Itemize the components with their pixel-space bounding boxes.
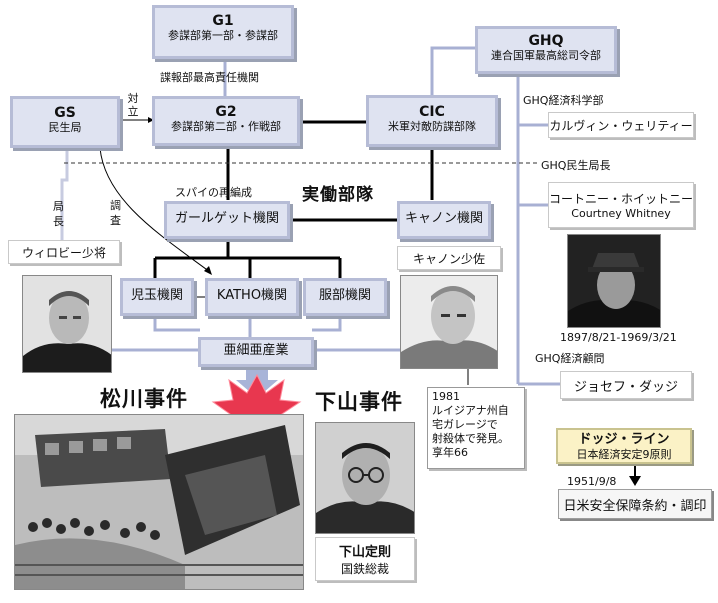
canon-major-box[interactable]: キャノン少佐 — [397, 246, 501, 270]
canon-agency-label: キャノン機関 — [404, 211, 483, 226]
whitney-name-ja: コートニー・ホイットニー — [549, 192, 694, 206]
ghq-econ-adv-label: GHQ経済顧問 — [535, 352, 605, 365]
g1-caption: 諜報部最高責任機関 — [160, 71, 259, 84]
ghq-econ-sci-label: GHQ経済科学部 — [523, 94, 604, 107]
kodama-agency-box[interactable]: 児玉機関 — [120, 278, 194, 316]
shimoyama-name: 下山定則 — [338, 545, 391, 560]
dodge-line-subtitle: 日本経済安定9原則 — [576, 448, 672, 461]
cic-title: CIC — [419, 104, 445, 120]
spy-reorg-label: スパイの再編成 — [175, 186, 252, 199]
asia-industry-box[interactable]: 亜細亜産業 — [198, 337, 314, 367]
matsukawa-incident-title: 松川事件 — [100, 387, 188, 411]
cic-subtitle: 米軍対敵防諜部隊 — [388, 120, 476, 133]
g1-box[interactable]: G1 参謀部第一部・参謀部 — [152, 5, 294, 59]
shimoyama-incident-title: 下山事件 — [315, 390, 403, 414]
portrait-figure-icon — [23, 276, 111, 372]
garguet-agency-label: ガールゲット機関 — [174, 211, 279, 226]
cic-box[interactable]: CIC 米軍対敵防諜部隊 — [366, 95, 498, 147]
kodama-agency-label: 児玉機関 — [130, 288, 183, 303]
dodge-box[interactable]: ジョセフ・ダッジ — [560, 371, 692, 399]
security-treaty-box[interactable]: 日米安全保障条約・調印 — [558, 489, 712, 519]
kyoku-label: 局 — [53, 200, 64, 213]
gs-subtitle: 民生局 — [48, 121, 82, 134]
treaty-date: 1951/9/8 — [567, 475, 617, 488]
garguet-agency-box[interactable]: ガールゲット機関 — [164, 201, 290, 239]
hattori-agency-label: 服部機関 — [318, 288, 371, 303]
whitney-box[interactable]: コートニー・ホイットニー Courtney Whitney — [548, 182, 694, 228]
field-units-label: 実働部隊 — [302, 185, 374, 205]
gs-title: GS — [54, 105, 76, 121]
portrait-figure-icon — [401, 276, 497, 368]
canon-death-note: 1981 ルイジアナ州自 宅ガレージで 射殺体で発見。 享年66 — [427, 387, 525, 469]
katho-agency-box[interactable]: KATHO機関 — [205, 278, 299, 316]
shimoyama-role: 国鉄総裁 — [340, 562, 389, 576]
canon-portrait-photo — [400, 275, 498, 369]
oppose-label: 対立 — [127, 92, 139, 118]
shimoyama-portrait-photo — [315, 422, 415, 534]
note-line: 宅ガレージで — [432, 418, 498, 431]
portrait-figure-icon — [568, 235, 660, 327]
kodama-portrait-photo — [22, 275, 112, 373]
cho-label: 長 — [53, 215, 64, 228]
note-line: ルイジアナ州自 — [432, 404, 509, 417]
calvin-welty-box[interactable]: カルヴィン・ウェリティー — [548, 112, 694, 138]
willoughby-box[interactable]: ウィロビー少将 — [8, 240, 120, 264]
portrait-figure-icon — [316, 423, 414, 533]
whitney-name-en: Courtney Whitney — [571, 207, 671, 220]
ghq-gs-chief-label: GHQ民生局長 — [541, 159, 611, 172]
g1-subtitle: 参謀部第一部・参謀部 — [168, 29, 278, 42]
g2-box[interactable]: G2 参謀部第二部・作戦部 — [152, 96, 300, 146]
canon-agency-box[interactable]: キャノン機関 — [397, 201, 491, 239]
train-wreck-icon — [15, 415, 303, 589]
ghq-box[interactable]: GHQ 連合国軍最高総司令部 — [475, 26, 617, 74]
katho-agency-label: KATHO機関 — [216, 288, 288, 303]
ghq-subtitle: 連合国軍最高総司令部 — [491, 49, 601, 62]
note-line: 1981 — [432, 390, 460, 403]
dodge-line-box[interactable]: ドッジ・ライン 日本経済安定9原則 — [556, 428, 692, 464]
note-line: 射殺体で発見。 — [432, 432, 509, 445]
investigation-label-2: 査 — [110, 214, 121, 227]
dodge-line-title: ドッジ・ライン — [578, 432, 670, 447]
hattori-agency-box[interactable]: 服部機関 — [303, 278, 387, 316]
whitney-portrait-photo — [567, 234, 661, 328]
whitney-dates: 1897/8/21-1969/3/21 — [560, 331, 677, 344]
asia-industry-label: 亜細亜産業 — [223, 343, 289, 358]
note-line: 享年66 — [432, 446, 468, 459]
g1-title: G1 — [212, 13, 234, 29]
g2-subtitle: 参謀部第二部・作戦部 — [171, 120, 281, 133]
matsukawa-wreck-photo — [14, 414, 304, 590]
investigation-label-1: 調 — [110, 199, 121, 212]
gs-box[interactable]: GS 民生局 — [10, 96, 120, 148]
ghq-title: GHQ — [528, 33, 564, 49]
g2-title: G2 — [215, 104, 237, 120]
shimoyama-caption-box: 下山定則 国鉄総裁 — [315, 537, 415, 581]
